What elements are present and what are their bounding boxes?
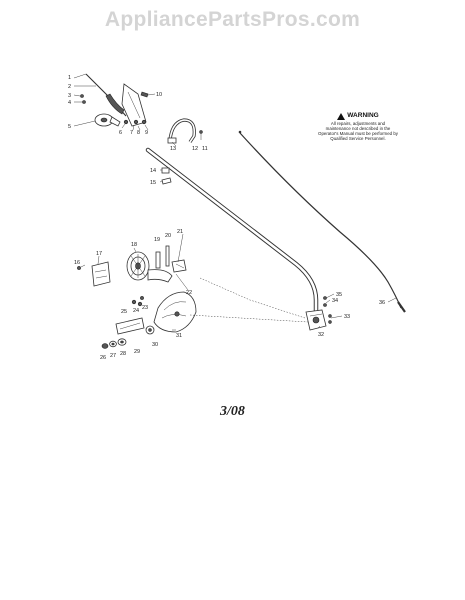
callout-36: 36 [379, 300, 385, 306]
callout-25: 25 [121, 309, 127, 315]
debris-flap [91, 261, 111, 287]
bolt-20 [165, 245, 170, 267]
drive-cable [239, 132, 402, 309]
warning-body-text: All repairs, adjustments and maintenance… [318, 121, 398, 141]
callout-32: 32 [318, 332, 324, 338]
callout-12: 12 [192, 146, 198, 152]
bolt-19 [155, 251, 161, 269]
cable-tip [397, 301, 406, 313]
diagram-date-code: 3/08 [220, 404, 245, 419]
clamp-part-14 [161, 167, 170, 174]
callout-19: 19 [154, 237, 160, 243]
callout-31: 31 [176, 333, 182, 339]
callout-16: 16 [74, 260, 80, 266]
callout-2: 2 [68, 84, 71, 90]
callout-14: 14 [150, 168, 156, 174]
main-shaft-inner [146, 148, 318, 318]
part-callout-labels: 1 2 3 4 5 6 7 8 9 10 11 12 13 14 15 16 1… [68, 75, 385, 361]
throttle-trigger [105, 93, 125, 115]
callout-33: 33 [344, 314, 350, 320]
edger-wheel [126, 251, 150, 281]
callout-21: 21 [177, 229, 183, 235]
site-watermark-title: AppliancePartsPros.com [104, 8, 361, 31]
callout-34: 34 [332, 298, 338, 304]
callout-35: 35 [336, 292, 342, 298]
main-shaft [145, 147, 319, 319]
blade-guard [153, 291, 197, 333]
gear-head [305, 309, 327, 331]
callout-29: 29 [134, 349, 140, 355]
clamp-part-15 [161, 177, 172, 185]
callout-11: 11 [202, 146, 208, 152]
callout-28: 28 [120, 351, 126, 357]
callout-18: 18 [131, 242, 137, 248]
callout-26: 26 [100, 355, 106, 361]
bracket-21 [171, 259, 187, 273]
warning-heading: WARNING [318, 112, 398, 120]
callout-13: 13 [170, 146, 176, 152]
callout-15: 15 [150, 180, 156, 186]
warning-title-text: WARNING [347, 112, 379, 119]
callout-10: 10 [156, 92, 162, 98]
warning-label: WARNING All repairs, adjustments and mai… [318, 112, 398, 141]
callout-17: 17 [96, 251, 102, 257]
callout-30: 30 [152, 342, 158, 348]
callout-7: 7 [130, 130, 133, 136]
warning-triangle-icon [337, 112, 346, 120]
callout-27: 27 [110, 353, 116, 359]
wheel-bracket [147, 269, 173, 283]
callout-6: 6 [119, 130, 122, 136]
callout-24: 24 [133, 308, 139, 314]
callout-5: 5 [68, 124, 71, 130]
callout-20: 20 [165, 233, 171, 239]
callout-3: 3 [68, 93, 71, 99]
callout-4: 4 [68, 100, 71, 106]
callout-22: 22 [186, 290, 192, 296]
callout-23: 23 [142, 305, 148, 311]
blade-hardware [101, 338, 127, 349]
callout-1: 1 [68, 75, 71, 81]
callout-9: 9 [145, 130, 148, 136]
callout-8: 8 [137, 130, 140, 136]
callout-leaders [73, 73, 397, 331]
